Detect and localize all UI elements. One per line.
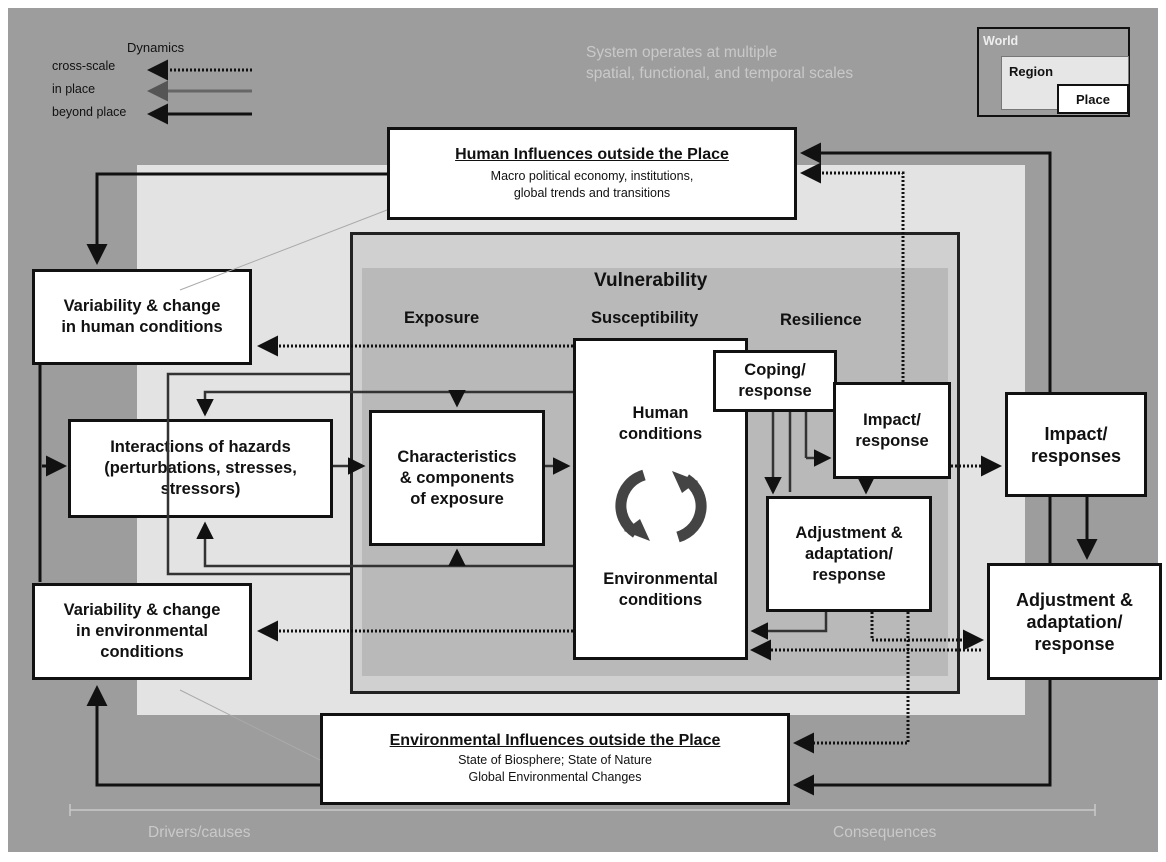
exposure-characteristics-box: Characteristics & components of exposure [369, 410, 545, 546]
scale-place-label: Place [1057, 84, 1129, 114]
environmental-conditions-label: Environmental conditions [603, 570, 718, 609]
adjustment-inner-box: Adjustment & adaptation/ response [766, 496, 932, 612]
impact-responses-outer-box: Impact/ responses [1005, 392, 1147, 497]
variability-human-box: Variability & change in human conditions [32, 269, 252, 365]
variability-environment-box: Variability & change in environmental co… [32, 583, 252, 680]
drivers-causes-label: Drivers/causes [148, 824, 251, 841]
scale-world-label: World [983, 34, 1019, 48]
susceptibility-heading: Susceptibility [591, 309, 699, 327]
legend-label-beyond-place: beyond place [52, 105, 127, 119]
legend-label-cross-scale: cross-scale [52, 59, 116, 73]
variability-human-label: Variability & change in human conditions [61, 297, 223, 336]
interaction-cycle-icon [614, 469, 707, 543]
legend-title: Dynamics [127, 40, 185, 55]
scale-region-label: Region [1009, 64, 1054, 79]
adjustment-inner-label: Adjustment & adaptation/ response [795, 523, 903, 584]
hazards-label: Interactions of hazards (perturbations, … [104, 438, 297, 498]
human-influences-box: Human Influences outside the Place Macro… [387, 127, 797, 220]
impact-response-inner-box: Impact/ response [833, 382, 951, 479]
impact-responses-outer-label: Impact/ responses [1030, 423, 1122, 466]
human-influences-description: Macro political economy, institutions, g… [490, 168, 694, 200]
exposure-characteristics-label: Characteristics & components of exposure [397, 447, 517, 508]
variability-environment-label: Variability & change in environmental co… [63, 601, 221, 661]
consequences-label: Consequences [833, 824, 937, 841]
environmental-influences-description: State of Biosphere; State of Nature Glob… [458, 753, 652, 784]
legend-label-in-place: in place [52, 82, 96, 96]
resilience-heading: Resilience [780, 311, 862, 329]
adjustment-outer-box: Adjustment & adaptation/ response [987, 563, 1162, 680]
adjustment-outer-label: Adjustment & adaptation/ response [1016, 589, 1133, 654]
vulnerability-heading: Vulnerability [594, 270, 708, 291]
scale-inset: World Region Place [977, 27, 1130, 117]
environmental-influences-title: Environmental Influences outside the Pla… [389, 732, 721, 749]
coping-response-box: Coping/ response [713, 350, 837, 412]
human-influences-title: Human Influences outside the Place [455, 145, 729, 163]
impact-response-inner-label: Impact/ response [855, 410, 929, 450]
exposure-heading: Exposure [404, 309, 480, 327]
system-scales-note: System operates at multiple spatial, fun… [586, 44, 854, 82]
environmental-influences-box: Environmental Influences outside the Pla… [320, 713, 790, 805]
hazards-box: Interactions of hazards (perturbations, … [68, 419, 333, 518]
human-conditions-label: Human conditions [618, 404, 703, 443]
coping-response-label: Coping/ response [738, 361, 812, 400]
